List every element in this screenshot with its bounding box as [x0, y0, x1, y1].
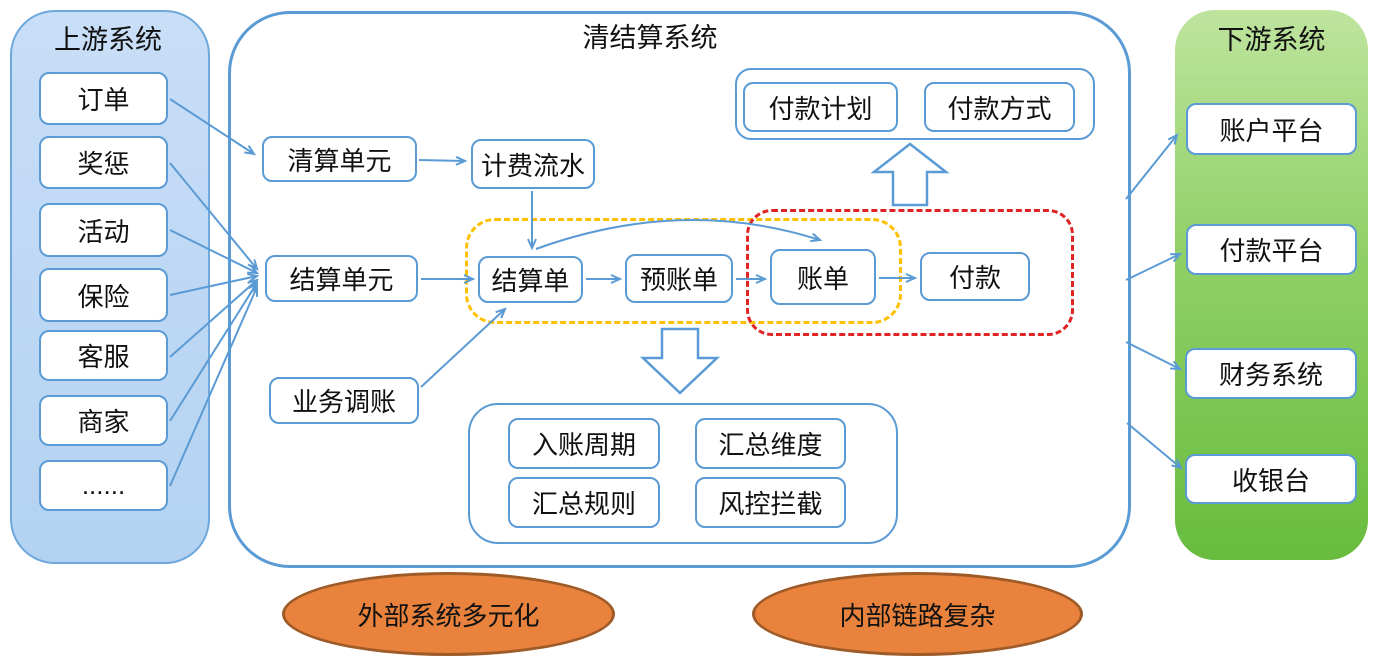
- bill-box: 账单: [770, 249, 876, 305]
- rule-risk-control-box: 风控拦截: [695, 477, 846, 528]
- rule-summary-rules-box: 汇总规则: [508, 477, 660, 528]
- payment-plan-box: 付款计划: [743, 82, 898, 132]
- payment-config-group: [735, 68, 1095, 140]
- downstream-item-finance-system: 财务系统: [1185, 348, 1357, 399]
- downstream-item-account-platform: 账户平台: [1186, 103, 1357, 155]
- billing-flow-box: 计费流水: [471, 139, 595, 189]
- payment-method-box: 付款方式: [924, 82, 1075, 132]
- upstream-panel-title: 上游系统: [54, 25, 162, 55]
- rules-group: [468, 403, 898, 544]
- upstream-item-customer-service: 客服: [39, 330, 168, 381]
- arrow-core-to-finance-system: [1125, 341, 1183, 371]
- billing-scope-dashed-outline: [746, 209, 1074, 336]
- pre-bill-box: 预账单: [625, 254, 733, 303]
- upstream-item-orders: 订单: [39, 72, 168, 125]
- clearing-unit-box: 清算单元: [262, 136, 417, 182]
- upstream-item-merchants: 商家: [39, 395, 168, 446]
- arrow-core-to-account-platform: [1125, 133, 1179, 200]
- callout-internal-links-complex: 内部链路复杂: [752, 572, 1083, 656]
- downstream-panel-title: 下游系统: [1217, 25, 1326, 55]
- arrow-core-to-payment-platform: [1125, 252, 1183, 281]
- payment-box: 付款: [920, 252, 1030, 301]
- settlement-bill-box: 结算单: [478, 256, 583, 303]
- core-panel-title: 清结算系统: [582, 23, 718, 53]
- downstream-item-cashier: 收银台: [1185, 454, 1357, 504]
- upstream-item-more: ......: [39, 460, 168, 511]
- rule-posting-cycle-box: 入账周期: [508, 418, 660, 469]
- business-adjustment-box: 业务调账: [269, 377, 419, 424]
- arrow-core-to-cashier: [1126, 422, 1183, 470]
- settlement-unit-box: 结算单元: [265, 255, 418, 302]
- upstream-item-insurance: 保险: [39, 268, 168, 322]
- upstream-item-activities: 活动: [39, 203, 168, 257]
- upstream-item-rewards: 奖惩: [39, 136, 168, 189]
- downstream-item-payment-platform: 付款平台: [1186, 224, 1357, 275]
- rule-summary-dimension-box: 汇总维度: [695, 418, 846, 469]
- callout-external-systems-diverse: 外部系统多元化: [282, 572, 615, 656]
